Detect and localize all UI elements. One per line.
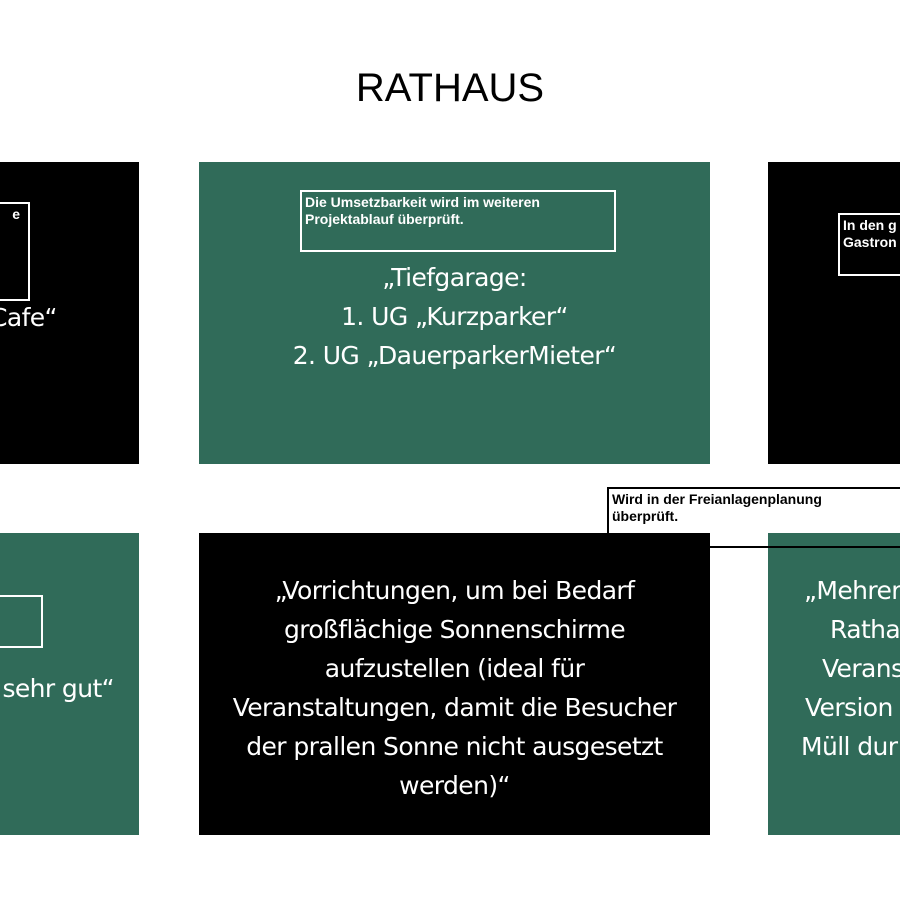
comment-line: überprüft.: [612, 508, 679, 524]
card-top-left: e Cafe“: [0, 162, 139, 464]
card-top-center: Die Umsetzbarkeit wird im weiteren Proje…: [199, 162, 710, 464]
quote-line: Version: [805, 693, 893, 722]
note-box: [0, 595, 43, 648]
quote-line: Verans: [822, 654, 900, 683]
quote-line: aufzustellen (ideal für: [324, 654, 585, 683]
quote-line: „Vorrichtungen, um bei Bedarf: [274, 576, 635, 605]
quote-line: „Tiefgarage:: [382, 263, 527, 292]
quote-line: werden)“: [399, 771, 510, 800]
card-quote: sehr gut“: [2, 674, 114, 703]
note-box: e: [0, 202, 30, 301]
quote-line: 2. UG „DauerparkerMieter“: [292, 341, 617, 370]
quote-line: Veranstaltungen, damit die Besucher: [232, 693, 677, 722]
quote-line: 1. UG „Kurzparker“: [341, 302, 568, 331]
comment-line: Wird in der Freianlagenplanung: [612, 491, 822, 507]
quote-line: Ratha: [830, 615, 900, 644]
quote-line: großflächige Sonnenschirme: [283, 615, 626, 644]
comment-box: Wird in der Freianlagenplanung überprüft…: [607, 487, 900, 548]
card-bottom-right: „Mehrer Ratha Verans Version Müll dur: [768, 533, 900, 835]
card-bottom-center: „Vorrichtungen, um bei Bedarf großflächi…: [199, 533, 710, 835]
note-line: In den g: [843, 217, 897, 233]
card-top-right: In den g Gastron: [768, 162, 900, 464]
card-quote: „Mehrer Ratha Verans Version Müll dur: [768, 571, 900, 766]
note-line: Gastron: [843, 234, 897, 250]
note-text: e: [12, 206, 20, 222]
card-bottom-left: sehr gut“: [0, 533, 139, 835]
note-box: In den g Gastron: [838, 213, 900, 276]
quote-line: „Mehrer: [804, 576, 900, 605]
card-quote: „Vorrichtungen, um bei Bedarf großflächi…: [199, 571, 710, 805]
note-box: Die Umsetzbarkeit wird im weiteren Proje…: [300, 190, 616, 252]
quote-line: der prallen Sonne nicht ausgesetzt: [246, 732, 663, 761]
card-quote: „Tiefgarage: 1. UG „Kurzparker“ 2. UG „D…: [199, 258, 710, 375]
quote-line: Müll dur: [801, 732, 898, 761]
page-title: RATHAUS: [355, 66, 545, 110]
card-quote: Cafe“: [0, 303, 58, 332]
